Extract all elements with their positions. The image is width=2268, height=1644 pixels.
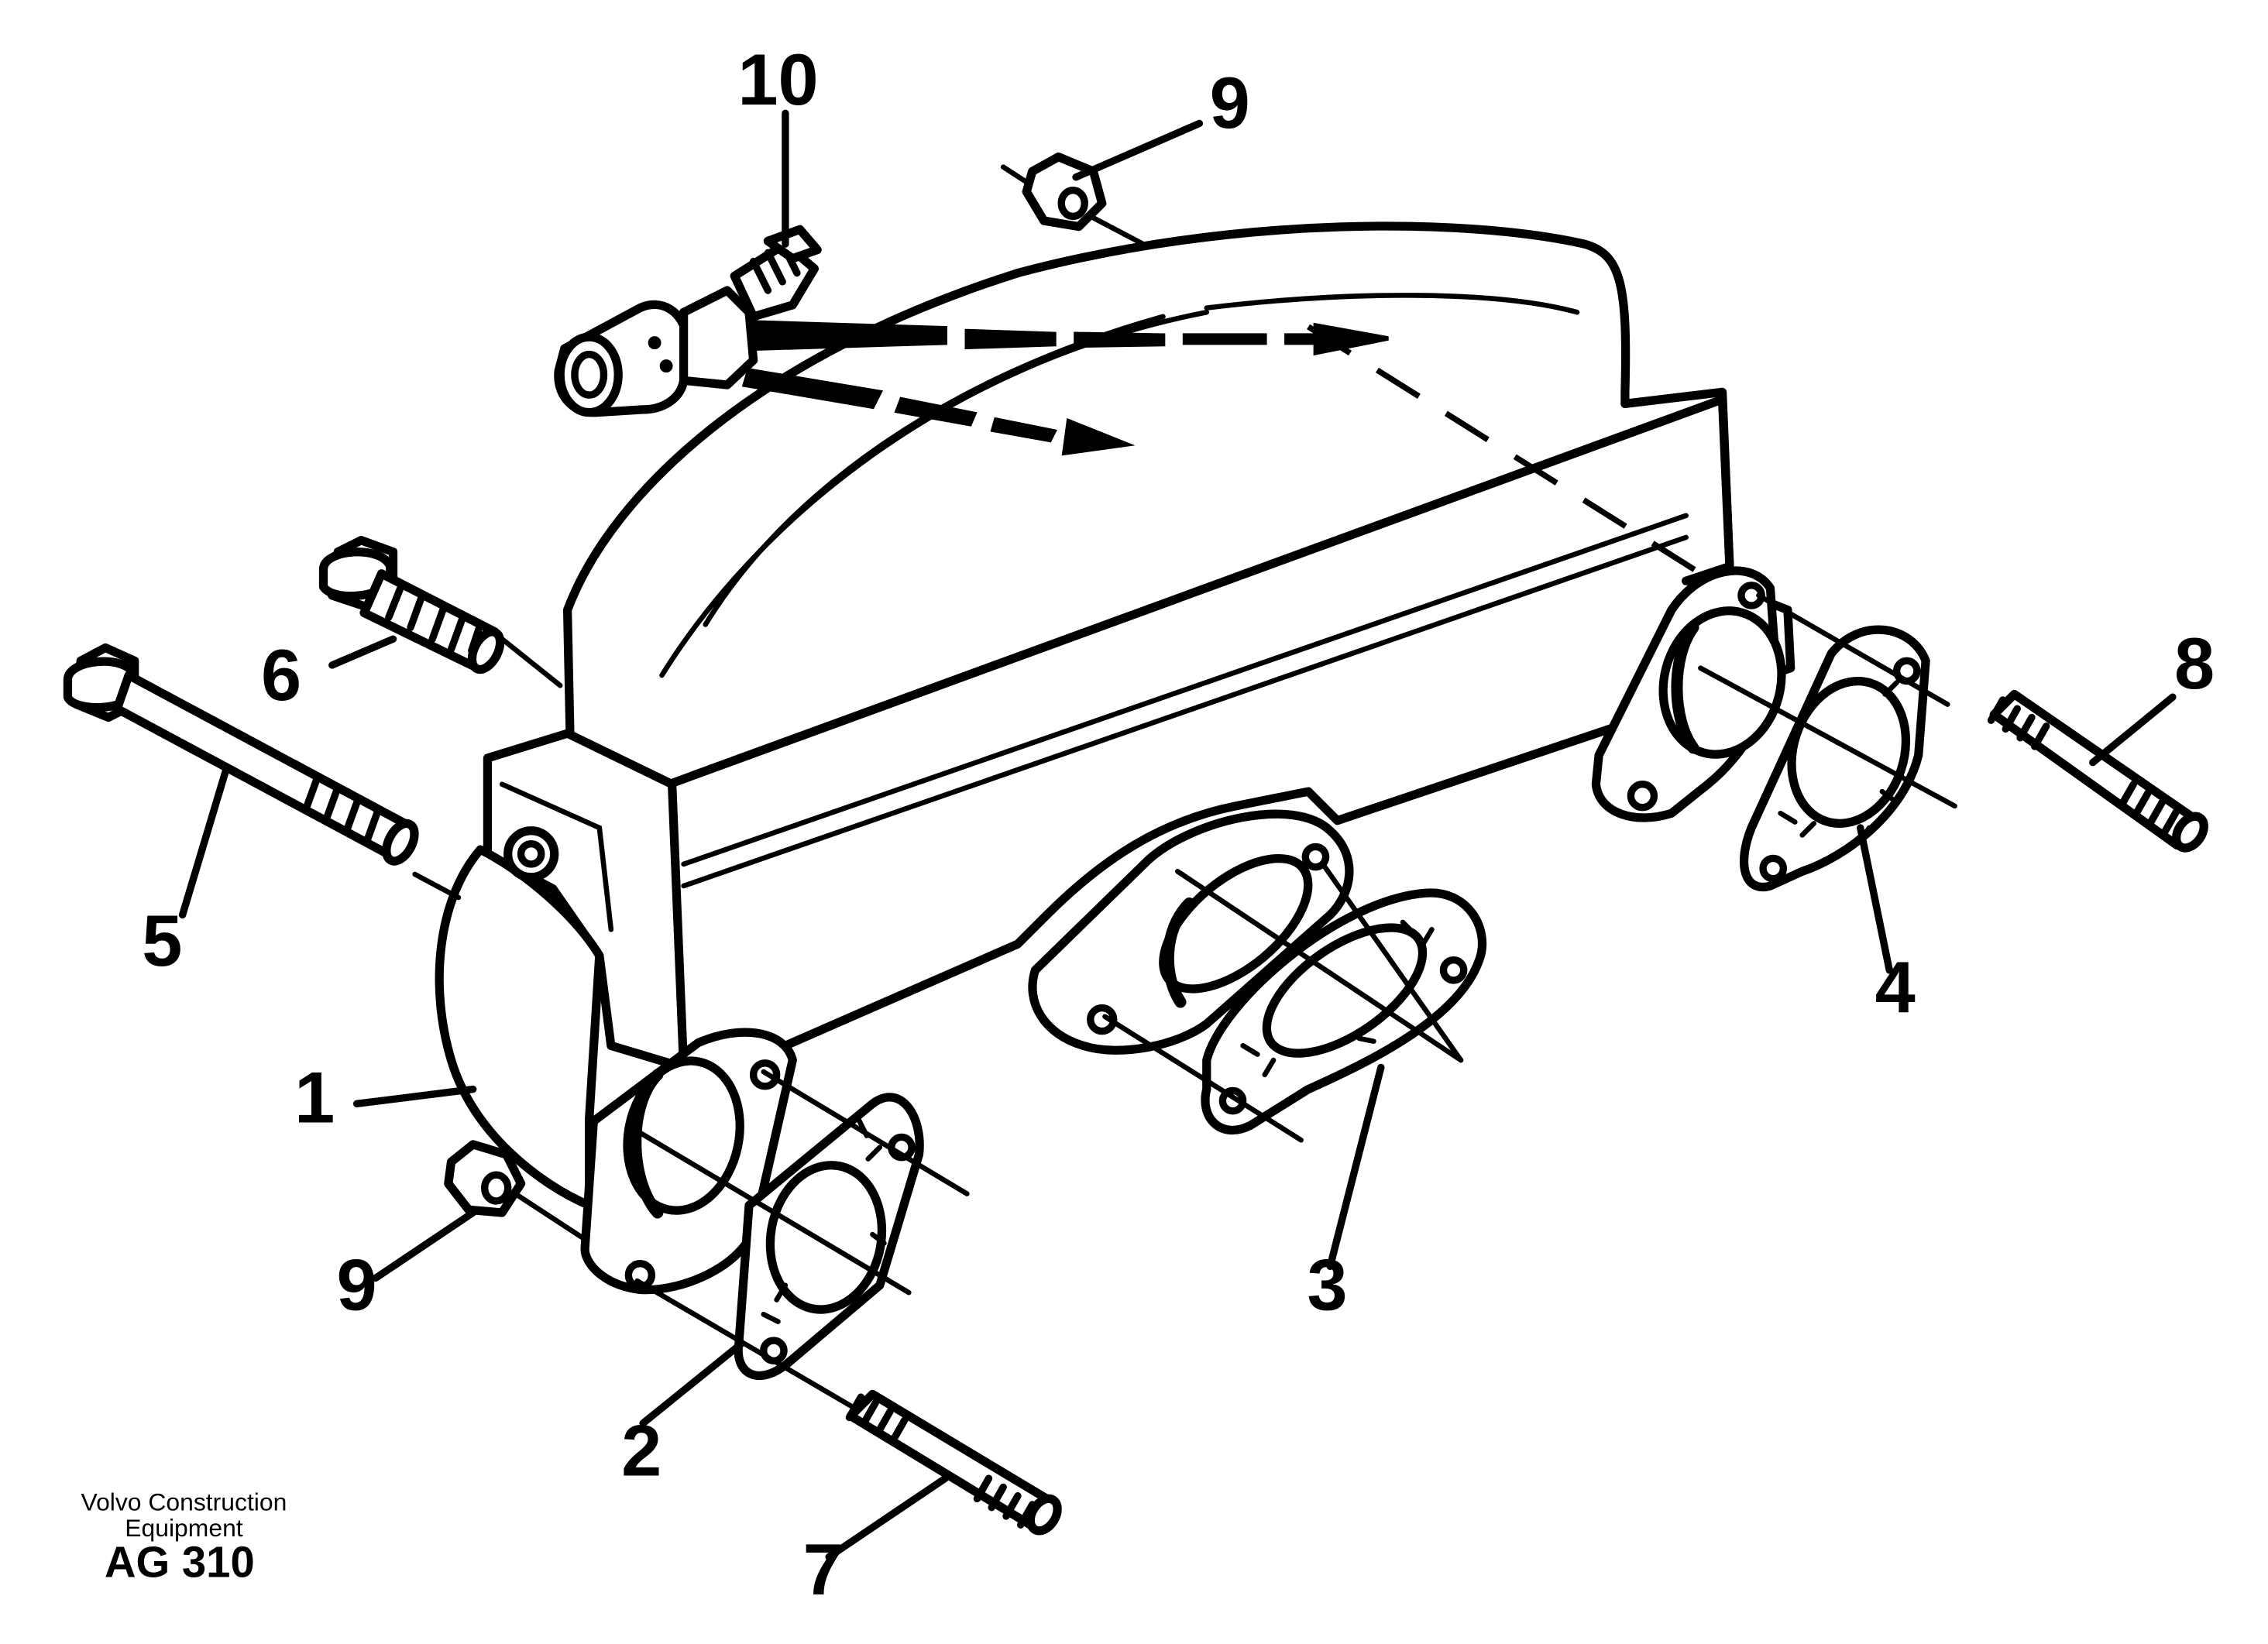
temperature-sensor [554,225,822,417]
gasket-3 [1201,888,1487,1134]
exhaust-manifold [435,221,1796,1295]
flow-arrows [741,320,1389,456]
part-callouts: 10 9 6 5 1 9 2 7 3 4 8 [142,39,2215,1610]
figure-code: AG 310 [105,1538,255,1587]
callout-4: 4 [1875,946,1916,1028]
bolt-5 [63,643,419,866]
credit-line-2: Equipment [125,1514,243,1542]
gasket-2 [734,1093,924,1380]
callout-3: 3 [1307,1244,1347,1326]
callout-7: 7 [803,1529,844,1610]
callout-5: 5 [142,900,182,981]
callout-1: 1 [294,1057,335,1138]
callout-8: 8 [2174,623,2215,704]
stud-7 [845,1389,1062,1536]
callout-9-bottom: 9 [337,1244,377,1326]
gasket-4 [1739,625,1930,892]
callout-2: 2 [621,1409,662,1491]
bolt-6 [318,536,505,674]
alignment-lines [412,164,1957,1409]
stud-8 [1987,689,2208,853]
leader-lines [178,109,2177,1561]
credit-line-1: Volvo Construction [81,1488,287,1515]
nut-bottom [444,1140,526,1217]
credit-block: Volvo Construction Equipment AG 310 [81,1488,287,1586]
callout-10: 10 [737,39,818,120]
callout-9-top: 9 [1210,62,1250,143]
callout-6: 6 [261,634,301,716]
